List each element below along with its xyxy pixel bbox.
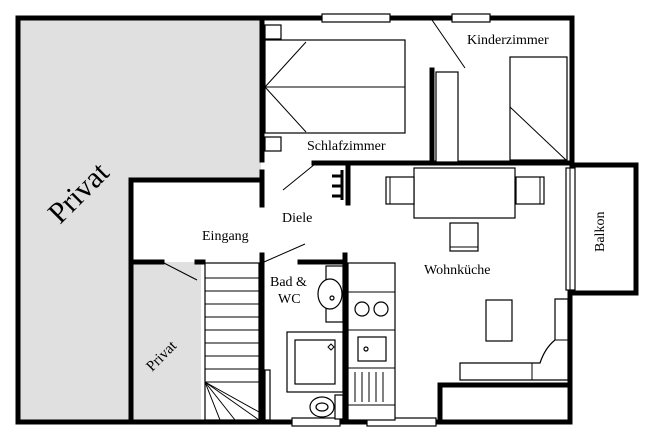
- room-label-kinderzimmer: Kinderzimmer: [467, 33, 549, 48]
- double-bed: [264, 39, 406, 134]
- stove-burner: [354, 301, 370, 317]
- washbasin: [317, 265, 344, 323]
- kitchen-sink: [357, 336, 387, 362]
- shower-tray: [286, 331, 344, 393]
- room-label-bad: Bad &: [270, 275, 307, 290]
- kitchen-counter: [347, 262, 396, 421]
- doors: [161, 19, 466, 281]
- single-bed: [509, 56, 568, 161]
- windows: [264, 13, 576, 427]
- coat-rack: [332, 170, 344, 200]
- wardrobe: [435, 71, 459, 163]
- chair: [449, 222, 479, 252]
- room-label-wc: WC: [278, 292, 301, 307]
- private-area-small: [133, 262, 201, 421]
- toilet: [309, 394, 344, 420]
- private-area-large: [19, 19, 261, 421]
- corner-bench: [459, 298, 569, 381]
- stove-burner: [373, 301, 389, 317]
- coffee-table: [485, 299, 513, 342]
- nightstand: [264, 136, 282, 152]
- room-label-eingang: Eingang: [202, 229, 249, 244]
- room-label-balkon: Balkon: [593, 212, 608, 252]
- staircase: [204, 262, 260, 421]
- chair: [515, 176, 545, 205]
- chair: [385, 176, 415, 205]
- room-label-schlafzimmer: Schlafzimmer: [307, 139, 386, 154]
- nightstand: [264, 24, 282, 40]
- room-label-wohnkueche: Wohnküche: [424, 263, 491, 278]
- dining-table: [413, 167, 516, 219]
- room-label-diele: Diele: [282, 211, 312, 226]
- drainboard: [354, 372, 384, 402]
